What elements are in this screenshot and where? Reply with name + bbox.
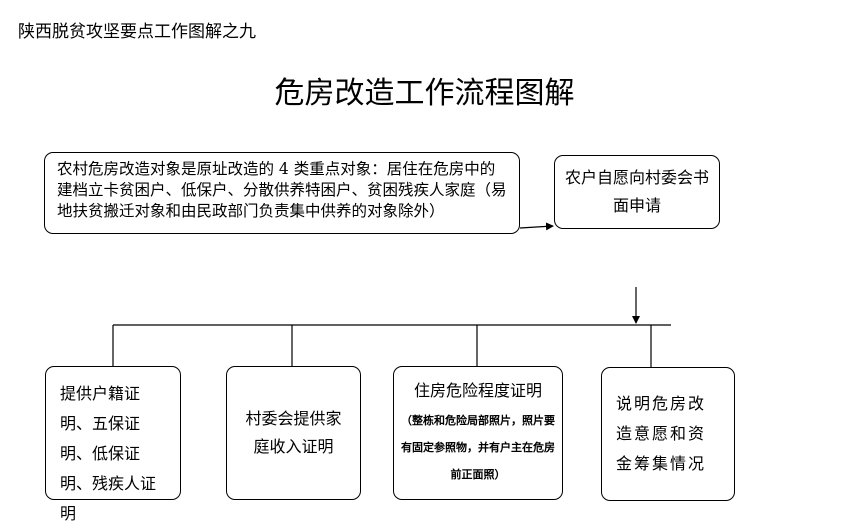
intent-funding-text: 说明危房改造意愿和资金筹集情况 [616,394,707,473]
housing-danger-note: （整栋和危险局部照片，照片要有固定参照物，并有户主在危房前正面照） [401,414,555,481]
income-certificate-box: 村委会提供家庭收入证明 [226,366,361,500]
page-title: 危房改造工作流程图解 [274,76,575,111]
household-certificates-box: 提供户籍证明、五保证明、低保证明、残疾人证明 [45,366,181,523]
application-box: 农户自愿向村委会书面申请 [554,155,720,229]
connector-lines [112,222,671,368]
application-text: 农户自愿向村委会书面申请 [565,168,710,215]
intent-funding-box: 说明危房改造意愿和资金筹集情况 [601,367,735,501]
household-certificates-text: 提供户籍证明、五保证明、低保证明、残疾人证明 [60,384,157,523]
intro-box: 农村危房改造对象是原址改造的 4 类重点对象：居住在危房中的建档立卡贫困户、低保… [44,152,520,234]
series-title: 陕西脱贫攻坚要点工作图解之九 [18,22,256,42]
income-certificate-text: 村委会提供家庭收入证明 [245,409,342,456]
intro-text: 农村危房改造对象是原址改造的 4 类重点对象：居住在危房中的建档立卡贫困户、低保… [57,160,507,220]
arrow-intro-to-application [519,222,554,231]
housing-danger-title: 住房危险程度证明 [413,381,542,400]
housing-danger-box: 住房危险程度证明 （整栋和危险局部照片，照片要有固定参照物，并有户主在危房前正面… [393,366,563,500]
